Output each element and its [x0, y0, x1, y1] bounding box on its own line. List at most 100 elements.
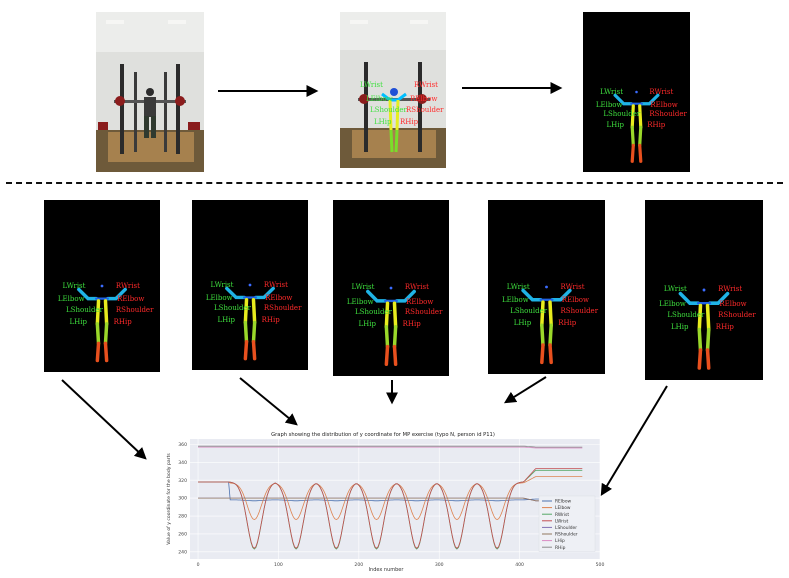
y-tick-label: 340 — [178, 460, 187, 466]
x-tick-label: 500 — [596, 562, 605, 568]
x-axis-label: Index number — [369, 567, 405, 573]
keypoint-label-rshoulder: RShoulder — [649, 110, 687, 119]
keypoint-label-lshoulder: LShoulder — [667, 310, 705, 319]
y-coordinate-chart: Graph showing the distribution of y coor… — [166, 432, 605, 573]
keypoint-label-rwrist: RWrist — [263, 280, 288, 289]
keypoint-label-lelbow: LElbow — [346, 297, 374, 306]
series-lines — [198, 445, 583, 550]
grid-lines — [190, 439, 601, 559]
keypoint-label-rhip: RHip — [647, 121, 666, 130]
keypoint-label-lshoulder: LShoulder — [66, 305, 103, 314]
keypoint-label-rshoulder: RShoulder — [404, 308, 443, 317]
x-tick-label: 100 — [274, 562, 283, 568]
legend: RElbowLElbowRWristLWristLShoulderRShould… — [538, 495, 596, 552]
keypoint-label-rhip: RHip — [402, 320, 421, 329]
y-tick-label: 260 — [178, 532, 187, 538]
arrow-panel4-to-graph — [503, 376, 547, 404]
keypoint-label-lhip: LHip — [513, 319, 532, 328]
keypoint-label-lhip: LHip — [217, 316, 235, 325]
gym-photo-overlay-icon — [340, 12, 446, 168]
y-axis-label: Value of y coordinate for the body parts — [166, 453, 172, 545]
legend-box — [538, 495, 596, 552]
legend-label: LHip — [555, 538, 565, 544]
gym-photo-original — [96, 12, 204, 172]
y-tick-label: 320 — [178, 478, 187, 484]
y-tick-label: 300 — [178, 496, 187, 502]
overlay-label-rshoulder: RShoulder — [406, 106, 444, 114]
keypoint-label-rhip: RHip — [558, 319, 577, 328]
keypoint-label-rwrist: RWrist — [404, 283, 429, 292]
keypoint-label-lshoulder: LShoulder — [214, 304, 251, 313]
keypoint-label-rshoulder: RShoulder — [115, 305, 154, 314]
series-line-rhip — [198, 445, 583, 448]
keypoint-label-lhip: LHip — [358, 320, 376, 329]
keypoint-label-lwrist: LWrist — [62, 281, 86, 290]
keypoint-label-lhip: LHip — [670, 323, 689, 332]
keypoint-label-rwrist: RWrist — [560, 282, 585, 291]
legend-label: LShoulder — [555, 525, 577, 531]
keypoint-label-lhip: LHip — [606, 121, 625, 130]
x-tick-label: 400 — [515, 562, 524, 568]
keypoint-label-lwrist: LWrist — [210, 280, 234, 289]
keypoint-label-lwrist: LWrist — [600, 87, 624, 96]
legend-label: RElbow — [555, 499, 572, 505]
keypoint-label-lshoulder: LShoulder — [603, 110, 641, 119]
keypoint-label-lwrist: LWrist — [351, 283, 375, 292]
overlay-label-lelbow: LElbow — [366, 95, 393, 103]
skeleton-icon — [366, 286, 416, 367]
keypoint-label-rwrist: RWrist — [718, 285, 743, 294]
gym-photo-overlay: LWrist RWrist LElbow RElbow LShoulder RS… — [340, 12, 446, 168]
arrow-panel1-to-graph — [61, 379, 147, 460]
skeleton-icon — [77, 284, 127, 363]
overlay-label-lshoulder: LShoulder — [370, 106, 407, 114]
overlay-label-relbow: RElbow — [410, 95, 438, 103]
keypoint-label-lelbow: LElbow — [595, 100, 623, 109]
keypoint-label-lwrist: LWrist — [506, 282, 530, 291]
x-tick-label: 0 — [197, 562, 200, 568]
overlay-label-rwrist: RWrist — [414, 81, 438, 89]
keypoint-label-lelbow: LElbow — [502, 296, 529, 305]
arrow-panel5-to-graph — [600, 385, 668, 497]
x-tick-label: 300 — [435, 562, 444, 568]
series-line-lhip — [198, 446, 583, 449]
x-axis-ticks: 0 100 200 300 400 500 — [197, 562, 605, 568]
keypoint-label-lshoulder: LShoulder — [355, 308, 392, 317]
keypoint-label-rhip: RHip — [113, 317, 132, 326]
keypoint-label-relbow: RElbow — [650, 100, 678, 109]
gym-photo-icon — [96, 12, 204, 172]
keypoint-label-relbow: RElbow — [406, 297, 434, 306]
keypoint-label-relbow: RElbow — [561, 296, 590, 305]
skeleton-icon — [613, 90, 660, 163]
skeleton-icon — [225, 283, 275, 361]
legend-label: LElbow — [555, 505, 571, 511]
x-tick-label: 200 — [354, 562, 363, 568]
keypoint-label-relbow: RElbow — [265, 294, 293, 303]
skeleton-icon — [521, 285, 572, 365]
keypoint-label-rshoulder: RShoulder — [263, 304, 302, 313]
keypoint-label-lelbow: LElbow — [659, 299, 686, 308]
y-tick-label: 360 — [178, 442, 187, 448]
keypoint-label-rhip: RHip — [261, 316, 280, 325]
series-line-lelbow — [198, 476, 583, 521]
skeleton-icon — [678, 288, 730, 370]
legend-label: RWrist — [555, 512, 569, 518]
keypoint-label-rwrist: RWrist — [649, 87, 674, 96]
overlay-label-lwrist: LWrist — [360, 81, 383, 89]
y-tick-label: 280 — [178, 514, 187, 520]
legend-label: RShoulder — [555, 532, 578, 538]
legend-label: LWrist — [555, 518, 568, 524]
section-divider — [6, 182, 783, 184]
overlay-label-lhip: LHip — [374, 118, 392, 126]
chart-title: Graph showing the distribution of y coor… — [271, 432, 495, 438]
overlay-label-rhip: RHip — [400, 118, 419, 126]
keypoint-label-lelbow: LElbow — [57, 295, 85, 304]
keypoint-label-lelbow: LElbow — [205, 294, 233, 303]
series-line-relbow — [198, 481, 583, 502]
series-line-rshoulder — [198, 497, 583, 502]
